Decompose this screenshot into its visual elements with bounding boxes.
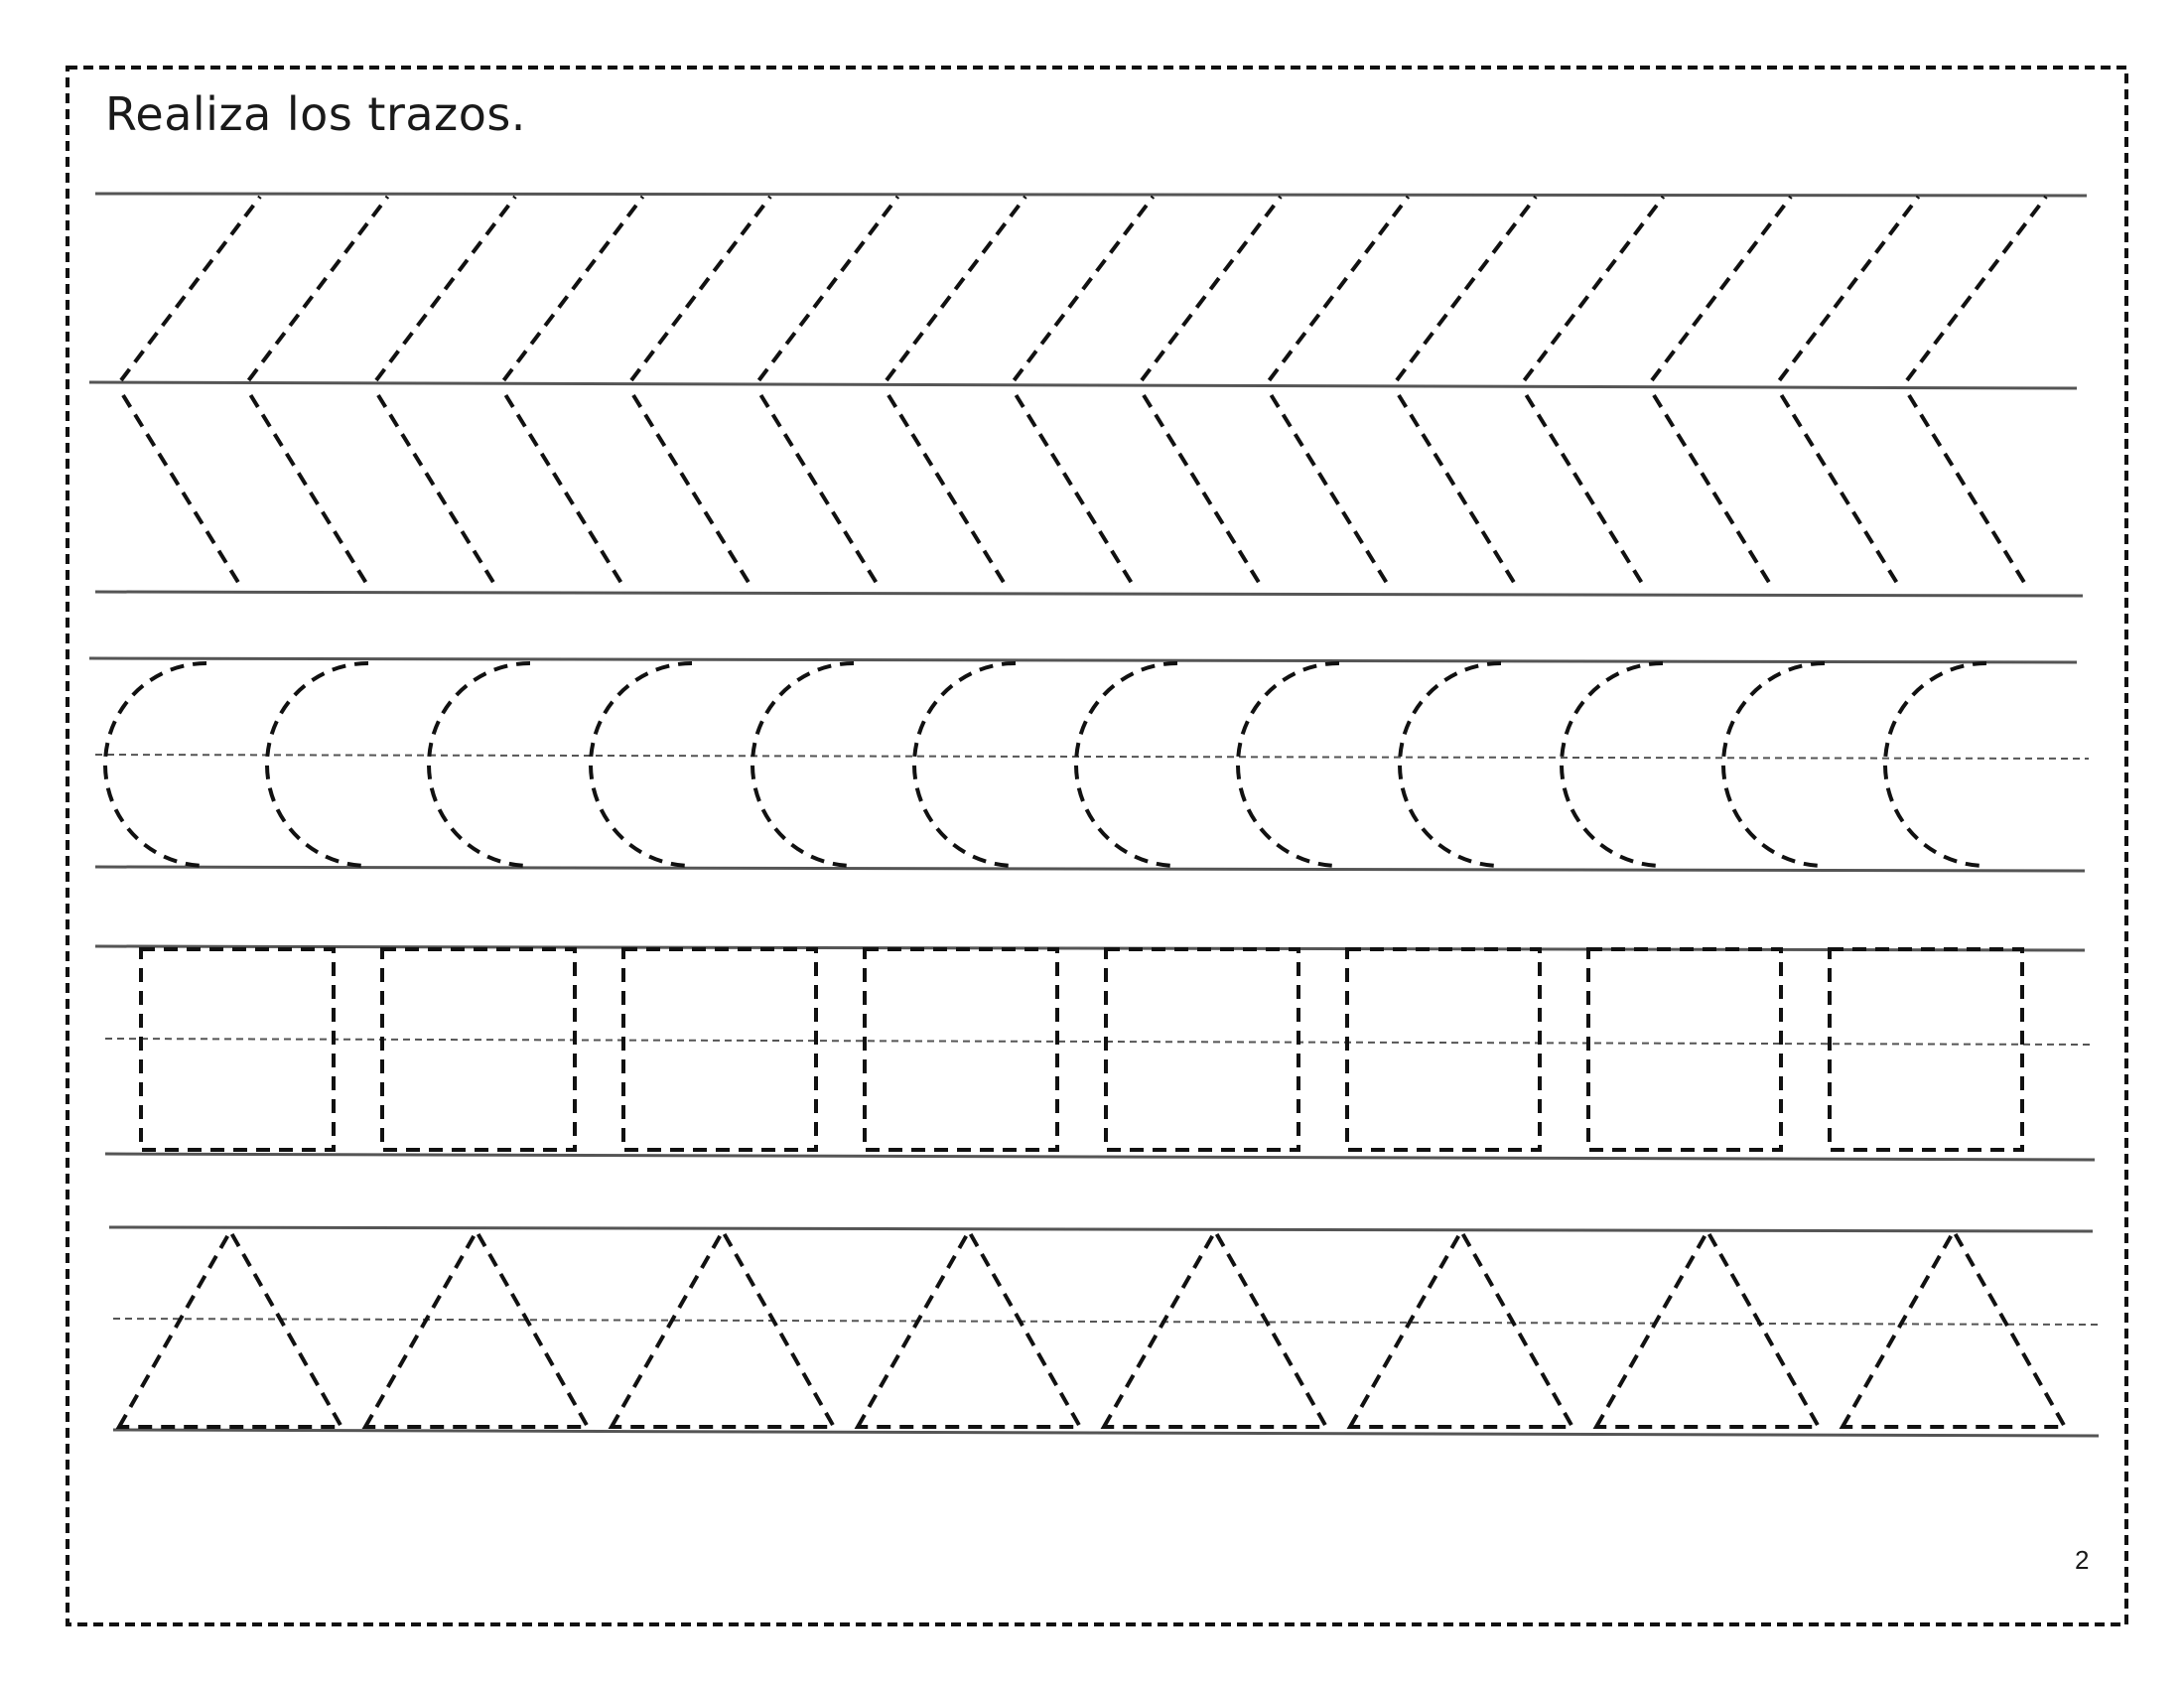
diagonal-stroke-up <box>1777 195 1921 382</box>
page-number: 2 <box>2075 1545 2090 1575</box>
dashed-rectangle <box>380 947 577 1152</box>
diagonal-stroke-up <box>374 195 517 382</box>
dashed-rectangle <box>1828 947 2024 1152</box>
diagonal-stroke-down <box>758 393 883 591</box>
diagonal-stroke-up <box>501 195 645 382</box>
guide-line <box>112 1428 2100 1438</box>
guide-line <box>94 865 2086 873</box>
guide-line <box>88 656 2078 664</box>
dashed-triangle <box>1592 1226 1823 1429</box>
diagonal-stroke-down <box>1524 393 1648 591</box>
dashed-triangle <box>608 1226 838 1429</box>
diagonal-stroke-down <box>503 393 627 591</box>
diagonal-stroke-down <box>121 393 244 591</box>
dashed-triangle <box>1346 1226 1576 1429</box>
instruction-text: Realiza los trazos. <box>105 87 526 141</box>
diagonal-stroke-down <box>1652 393 1775 591</box>
guide-line <box>104 1152 2096 1162</box>
page-border <box>66 66 2128 1626</box>
guide-lines <box>88 192 2100 1438</box>
diagonal-stroke-up <box>629 195 772 382</box>
dashed-rectangle <box>863 947 1059 1152</box>
dashed-triangle <box>115 1226 345 1429</box>
c-curve <box>1721 661 1826 868</box>
c-curve <box>1560 661 1664 868</box>
c-curve <box>1883 661 1987 868</box>
diagonal-stroke-up <box>1267 195 1411 382</box>
diagonal-stroke-up <box>1140 195 1283 382</box>
diagonal-stroke-down <box>248 393 372 591</box>
tracing-strokes <box>103 195 2069 1429</box>
c-curve <box>751 661 855 868</box>
c-curve <box>1074 661 1178 868</box>
c-curve <box>427 661 531 868</box>
dashed-rectangle <box>139 947 336 1152</box>
diagonal-stroke-up <box>1522 195 1666 382</box>
diagonal-stroke-down <box>1142 393 1265 591</box>
diagonal-stroke-down <box>631 393 754 591</box>
dashed-rectangle <box>1104 947 1300 1152</box>
diagonal-stroke-down <box>1907 393 2030 591</box>
diagonal-stroke-down <box>376 393 499 591</box>
diagonal-stroke-up <box>1395 195 1538 382</box>
guide-line <box>108 1225 2094 1233</box>
c-curve <box>1236 661 1340 868</box>
dashed-rectangle <box>621 947 818 1152</box>
diagonal-stroke-up <box>1650 195 1793 382</box>
guide-line <box>94 192 2088 198</box>
dashed-triangle <box>1839 1226 2069 1429</box>
diagonal-stroke-up <box>119 195 262 382</box>
c-curve <box>103 661 207 868</box>
midline-guide <box>94 754 2090 760</box>
c-curve <box>589 661 693 868</box>
c-curve <box>265 661 369 868</box>
dashed-triangle <box>1100 1226 1330 1429</box>
dashed-rectangle <box>1345 947 1542 1152</box>
diagonal-stroke-up <box>756 195 900 382</box>
dashed-triangle <box>361 1226 592 1429</box>
diagonal-stroke-up <box>1905 195 2048 382</box>
diagonal-stroke-down <box>887 393 1010 591</box>
guide-line <box>88 380 2078 390</box>
diagonal-stroke-down <box>1014 393 1138 591</box>
diagonal-stroke-up <box>1012 195 1156 382</box>
dashed-rectangle <box>1586 947 1783 1152</box>
diagonal-stroke-down <box>1397 393 1520 591</box>
diagonal-stroke-up <box>246 195 390 382</box>
diagonal-stroke-down <box>1269 393 1393 591</box>
c-curve <box>1398 661 1502 868</box>
midline-guide <box>104 1038 2092 1046</box>
diagonal-stroke-up <box>885 195 1027 382</box>
c-curve <box>912 661 1017 868</box>
guide-line <box>94 590 2084 598</box>
dashed-triangle <box>854 1226 1084 1429</box>
midline-guide <box>112 1318 2100 1326</box>
diagonal-stroke-down <box>1779 393 1903 591</box>
